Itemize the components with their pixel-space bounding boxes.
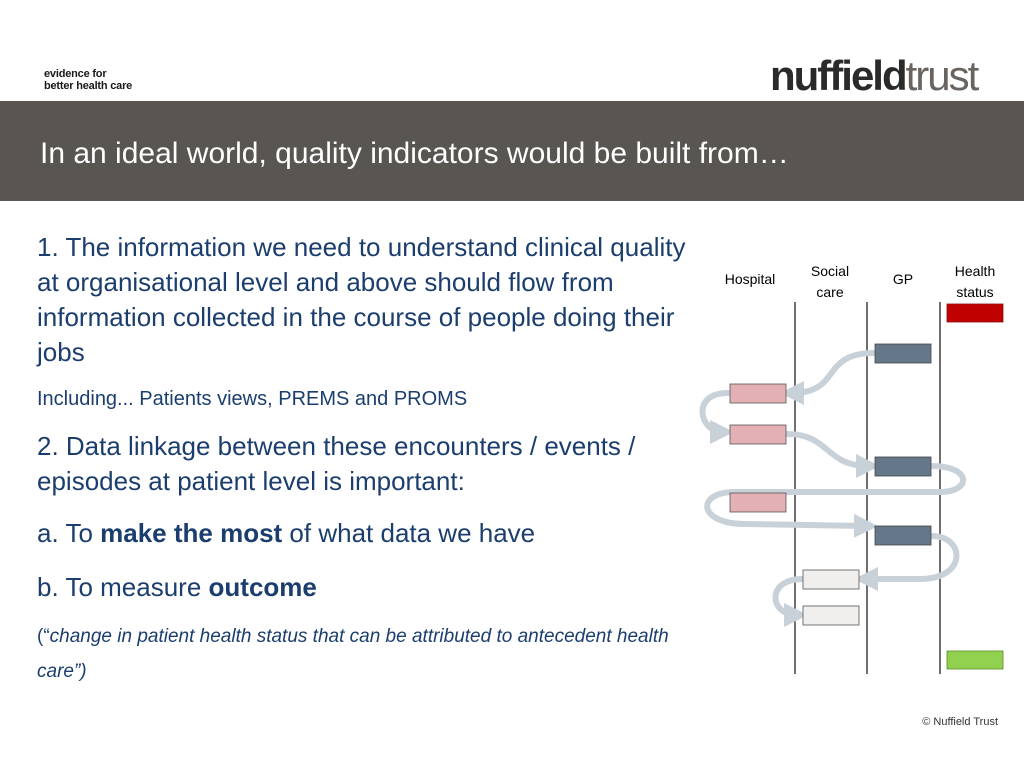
slide-title: In an ideal world, quality indicators wo… [40, 137, 789, 170]
health-status-start-box [946, 303, 1004, 323]
quote-open: (“ [37, 626, 50, 647]
point-1: 1. The information we need to understand… [37, 232, 686, 367]
flow-arrow [772, 576, 808, 627]
column-label-health-1: Health [955, 263, 995, 279]
quote-close: ”) [73, 661, 87, 682]
patient-pathway-diagram: Hospital Social care GP Health status [699, 263, 1004, 674]
column-label-hospital: Hospital [725, 271, 776, 287]
tagline-line1: evidence for [44, 68, 107, 80]
point-2: 2. Data linkage between these encounters… [37, 431, 636, 496]
gp-box [874, 525, 932, 546]
social-care-box [802, 569, 860, 590]
point-b: b. To measure outcome [37, 570, 697, 605]
outcome-definition: (“change in patient health status that c… [37, 619, 697, 689]
title-banner [0, 101, 1024, 201]
column-label-gp: GP [893, 271, 913, 287]
gp-box [874, 343, 932, 364]
column-label-social-2: care [816, 284, 843, 300]
flow-arrow [704, 463, 966, 538]
flow-arrow [699, 390, 734, 444]
including-note: Including... Patients views, PREMS and P… [37, 388, 468, 410]
copyright: © Nuffield Trust [922, 716, 998, 728]
flow-arrow [780, 350, 877, 405]
quote-text: change in patient health status that can… [37, 626, 669, 682]
column-label-social-1: Social [811, 263, 849, 279]
hospital-box [729, 492, 787, 513]
nuffield-trust-logo: nuffieldtrust [770, 52, 980, 100]
hospital-box [729, 424, 787, 445]
social-care-box [802, 605, 860, 626]
point-a-bold: make the most [100, 518, 283, 548]
flow-arrow [854, 533, 960, 591]
point-a-prefix: a. To [37, 518, 101, 548]
gp-box [874, 456, 932, 477]
flow-arrow [784, 431, 880, 478]
point-b-prefix: b. To measure [37, 572, 209, 602]
point-b-bold: outcome [208, 572, 317, 602]
logo-part1: nuffield [770, 52, 908, 99]
logo-part2: trust [905, 52, 980, 99]
column-label-health-2: status [956, 284, 993, 300]
point-a-suffix: of what data we have [282, 518, 536, 548]
tagline-line2: better health care [44, 80, 133, 92]
hospital-box [729, 383, 787, 404]
tagline: evidence for better health care [44, 68, 132, 92]
health-status-end-box [946, 650, 1004, 670]
slide-body: 1. The information we need to understand… [37, 230, 697, 689]
point-a: a. To make the most of what data we have [37, 516, 697, 551]
